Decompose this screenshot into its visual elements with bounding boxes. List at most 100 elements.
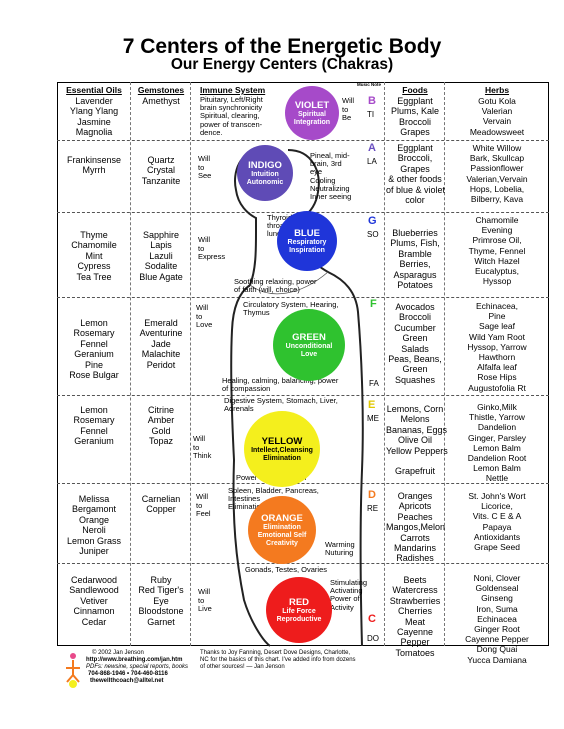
herb-item: Licorice,: [481, 501, 513, 512]
music-note-violet: B: [368, 95, 376, 107]
gem-item: Amber: [147, 415, 175, 426]
herb-item: Evening: [481, 225, 513, 236]
food-item: Oranges: [397, 491, 433, 501]
food-item: Olive Oil: [397, 435, 432, 446]
herb-item: Dong Quai: [476, 644, 518, 655]
oil-item: Sandlewood: [69, 585, 119, 596]
oil-item: Lemon Grass: [66, 535, 122, 546]
will-word: Will: [196, 492, 209, 501]
gem-item: Bloodstone: [138, 606, 184, 617]
gem-item: Lapis: [150, 240, 172, 251]
herb-item: Ginko,Milk: [477, 402, 517, 412]
chakra-name: BLUE: [294, 227, 320, 239]
will-word: to: [193, 442, 200, 452]
food-item: Green: [402, 333, 428, 344]
oil-item: Cedar: [81, 616, 107, 627]
header-herbs: Herbs: [484, 85, 510, 95]
column-divider: [130, 82, 131, 646]
herb-item: Echinacea,: [475, 301, 519, 311]
herb-item: Nettle: [485, 473, 509, 484]
gem-item: Topaz: [148, 436, 174, 447]
herb-item: Valerian: [481, 106, 513, 117]
gem-item: Lazuli: [149, 250, 173, 261]
will-word: Will: [198, 587, 211, 596]
gem-item: Peridot: [146, 359, 176, 370]
immune-line: Power of: [330, 594, 360, 604]
food-item: of blue & violet: [386, 184, 446, 195]
will-word: to: [196, 500, 203, 510]
immune-line: Spiritual, clearing,: [200, 111, 260, 121]
oil-item: Neroli: [82, 525, 106, 536]
chakra-quality: Intuition Autonomic: [246, 170, 284, 186]
herb-item: Bilberry, Kava: [470, 194, 524, 205]
food-item: Watercress: [392, 585, 438, 596]
footer-url[interactable]: http://www.breathing.com/jan.htm: [86, 657, 183, 663]
herb-item: Dandelion: [477, 422, 517, 433]
oil-item: Melissa: [78, 494, 110, 504]
gem-item: Aventurine: [139, 328, 183, 339]
will-word: Express: [198, 252, 226, 261]
herb-item: Dandelion Root: [467, 453, 527, 464]
food-item: Broccoli: [398, 312, 431, 323]
food-item: Broccoli,: [397, 153, 433, 164]
oil-item: Geranium: [74, 349, 114, 360]
oil-item: Cypress: [77, 261, 111, 272]
header-music-note: Music Note: [356, 82, 381, 87]
herb-item: Bark, Skullcap: [469, 153, 525, 164]
herb-item: Iron, Suma: [476, 603, 518, 614]
body-organs-red: Gonads, Testes, Ovaries: [245, 565, 327, 574]
food-item: color: [405, 195, 425, 206]
will-word: See: [198, 171, 212, 180]
gem-item: Gold: [151, 425, 171, 436]
herb-item: Hyssop: [482, 276, 512, 287]
chakra-name: RED: [288, 596, 310, 608]
immune-line: Activating: [330, 586, 363, 596]
organ-line: Spleen, Bladder, Pancreas,: [228, 486, 319, 495]
gem-item: Citrine: [147, 405, 174, 415]
oil-item: Thyme: [80, 230, 108, 240]
chakra-name: YELLOW: [261, 435, 303, 447]
food-item: Potatoes: [397, 280, 433, 291]
food-item: Eggplant: [397, 143, 433, 153]
immune-line: Soothing relaxing, power: [234, 277, 317, 286]
solfege-yellow: ME: [367, 414, 379, 423]
food-item: Peaches: [397, 511, 433, 522]
food-item: Beets: [403, 575, 427, 585]
gem-item: Malachite: [141, 349, 181, 360]
herb-item: Hawthorn: [478, 352, 516, 363]
organ-line: throat,: [267, 221, 289, 231]
food-item: Cherries: [397, 606, 432, 617]
organ-line: Digestive System, Stomach, Liver,: [224, 396, 338, 405]
organ-line: Gonads, Testes, Ovaries: [245, 565, 327, 574]
column-divider: [444, 82, 445, 646]
chakra-name: GREEN: [292, 331, 326, 343]
solfege-orange: RE: [367, 504, 379, 513]
will-word: Will: [342, 96, 355, 105]
header-foods: Foods: [402, 85, 428, 95]
herb-item: Papaya: [482, 521, 512, 532]
food-item: Apricots: [398, 501, 432, 512]
column-divider: [190, 82, 191, 646]
food-item: Plums, Fish,: [390, 238, 440, 249]
oil-item: Jasmine: [77, 116, 111, 127]
immune-line: Warming: [325, 540, 355, 549]
chakra-quality: Spiritual Integration: [293, 110, 331, 126]
herb-item: Hyssop, Yarrow: [467, 341, 527, 352]
footer-email[interactable]: thewellthcoach@alltel.net: [90, 678, 164, 684]
footer-pdfs: PDFs: newsine, special reports, books: [86, 664, 189, 670]
food-item: Yellow Peppers: [386, 445, 448, 456]
